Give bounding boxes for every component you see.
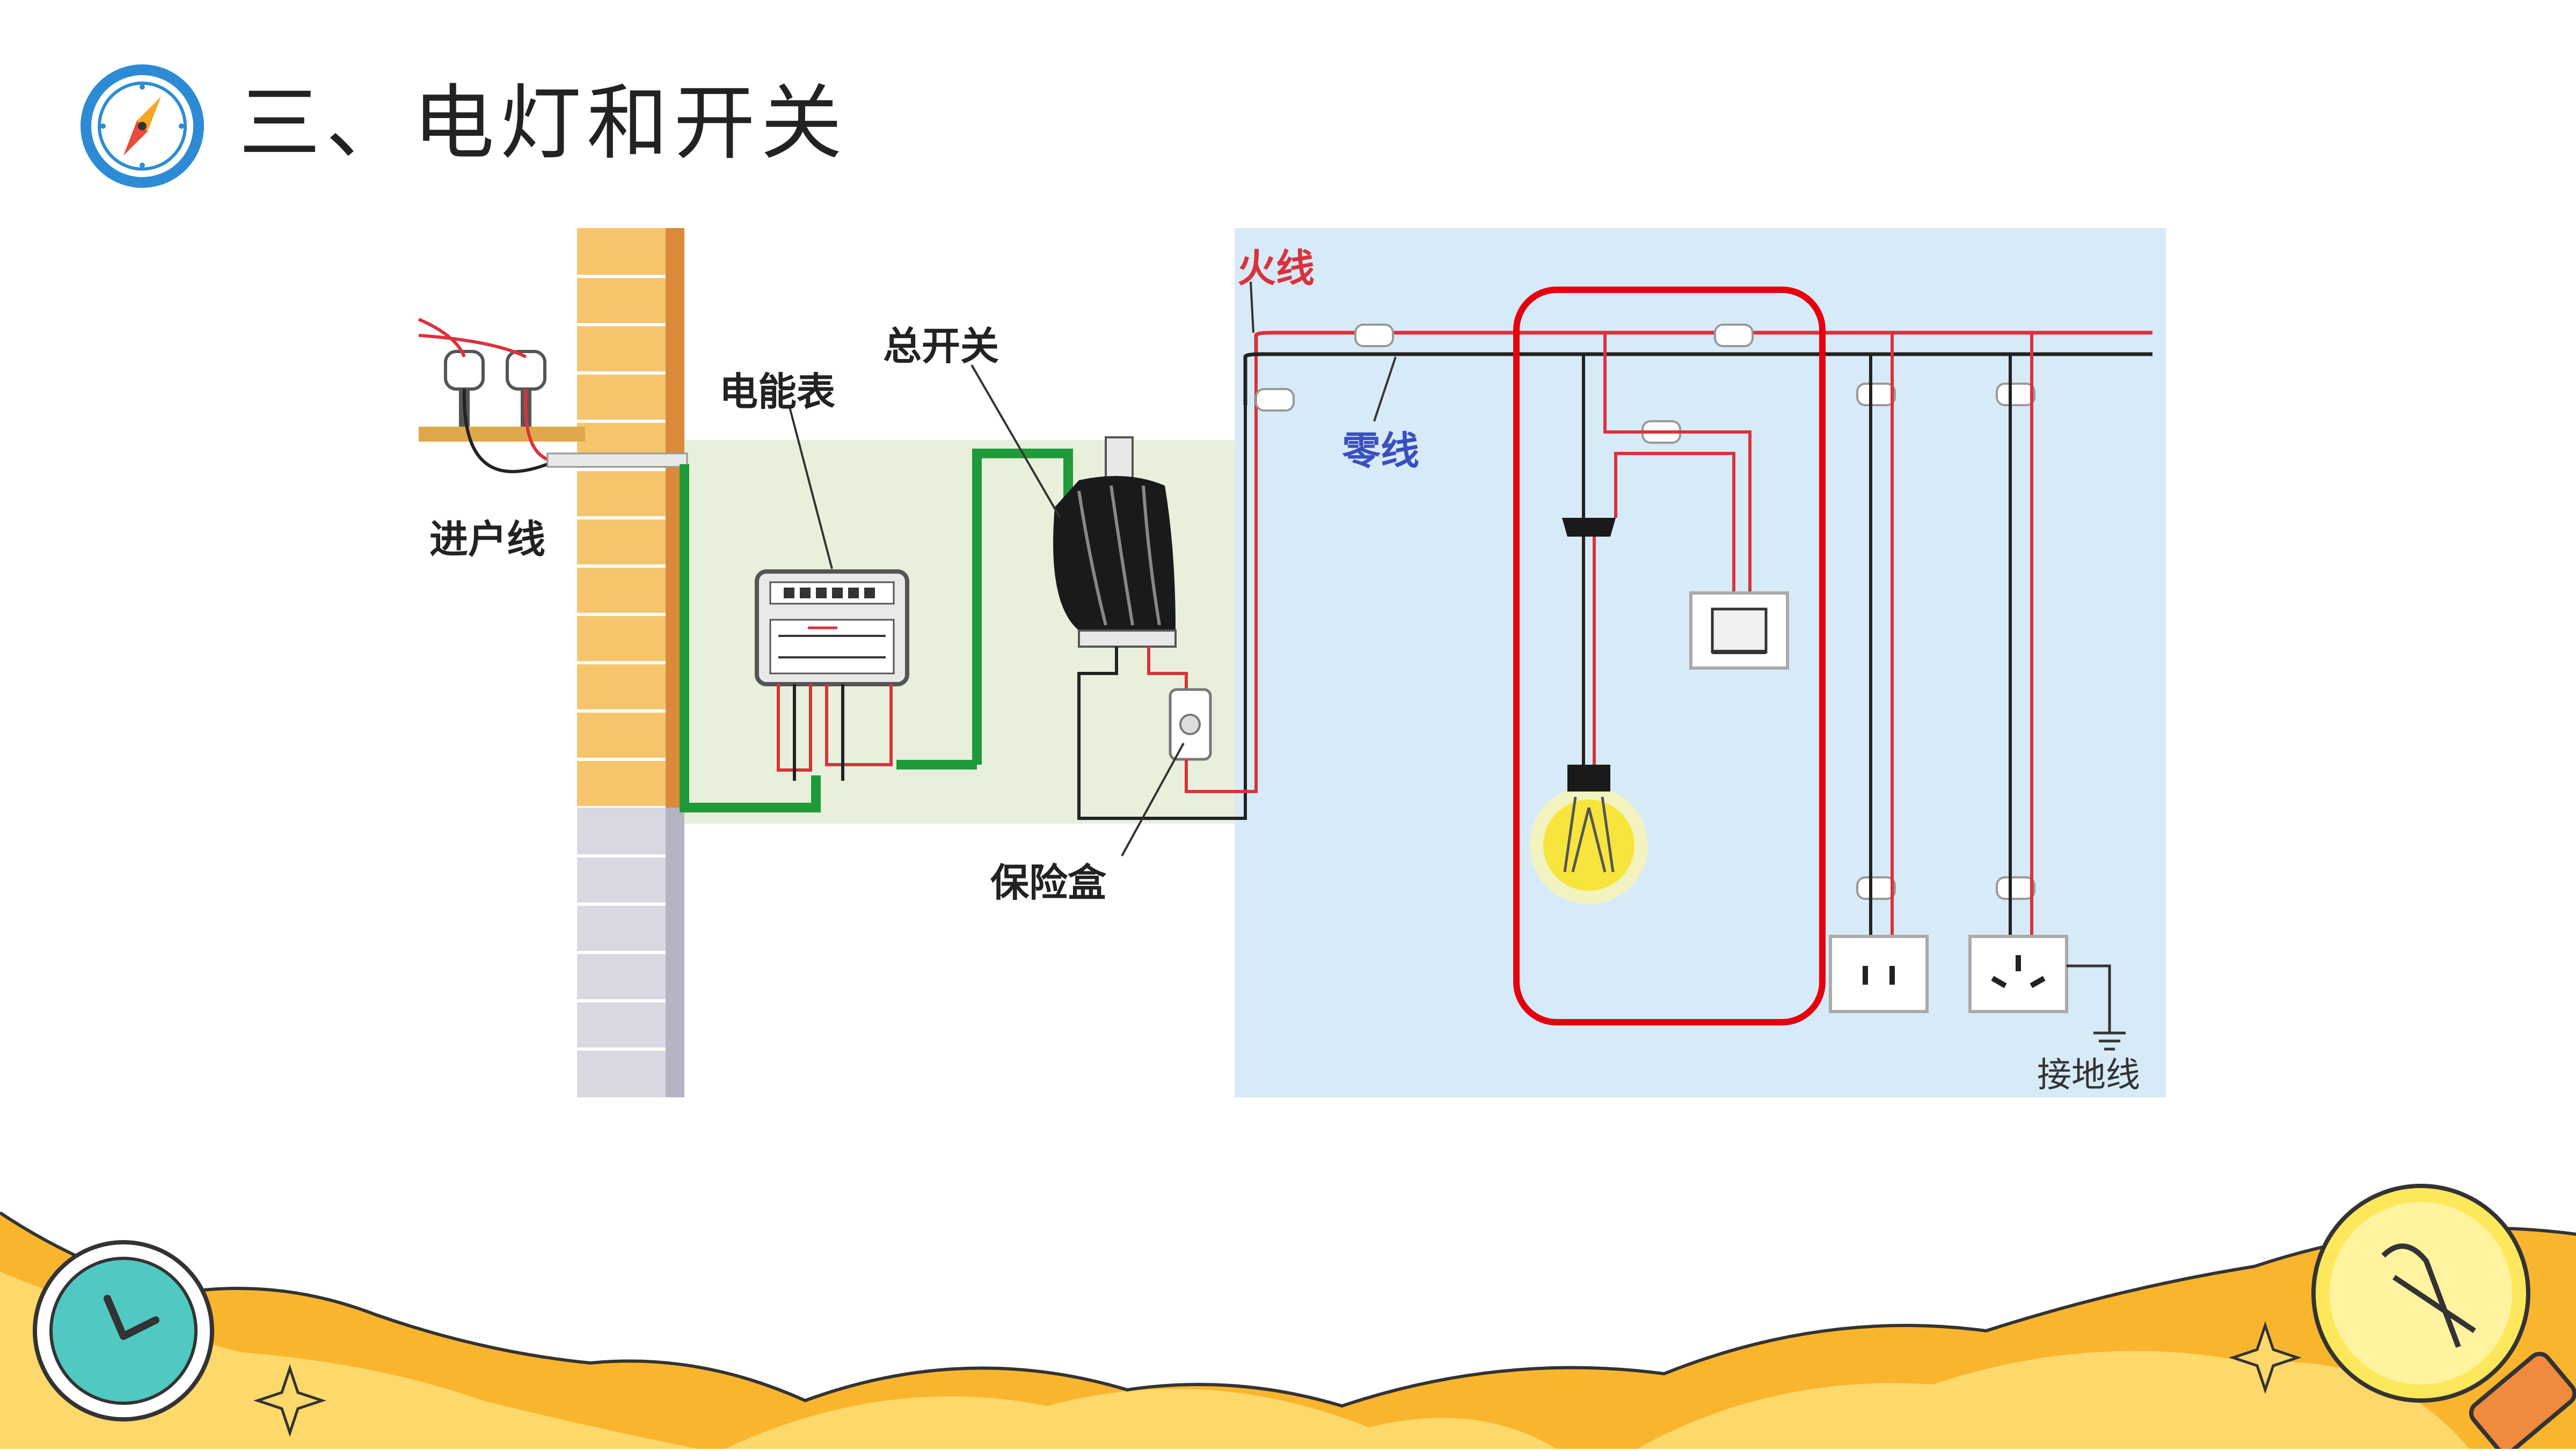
brick-wall [577,228,684,1097]
wall-switch [1689,591,1789,670]
clock-icon [27,1234,220,1427]
label-main-switch: 总开关 [883,324,999,369]
lamp-holder [1562,518,1616,537]
compass-icon [75,59,209,193]
label-fuse-box: 保险盒 [990,860,1107,905]
lightbulb-icon [2297,1170,2576,1451]
bottom-decoration [0,1148,2576,1449]
fuse-box [1169,688,1212,761]
main-switch [1053,436,1177,648]
two-pin-socket [1829,935,1929,1013]
label-neutral-wire: 零线 [1342,428,1419,473]
energy-meter [755,569,909,686]
ground-symbol [2067,964,2126,1051]
label-live-wire: 火线 [1237,246,1315,291]
light-bulb [1530,765,1648,904]
wiring-diagram-svg: 进户线 电能表 总开关 保险盒 火线 零线 接地线 [413,228,2166,1097]
label-ground-wire: 接地线 [2037,1056,2140,1095]
insulator-bracket [418,318,688,473]
page-title: 三、电灯和开关 [239,76,848,171]
highlight-box [1513,287,1826,1025]
label-incoming-line: 进户线 [429,517,545,562]
label-energy-meter: 电能表 [719,369,835,414]
wiring-diagram: 进户线 电能表 总开关 保险盒 火线 零线 接地线 [413,228,2166,1097]
three-pin-socket [1968,935,2068,1013]
